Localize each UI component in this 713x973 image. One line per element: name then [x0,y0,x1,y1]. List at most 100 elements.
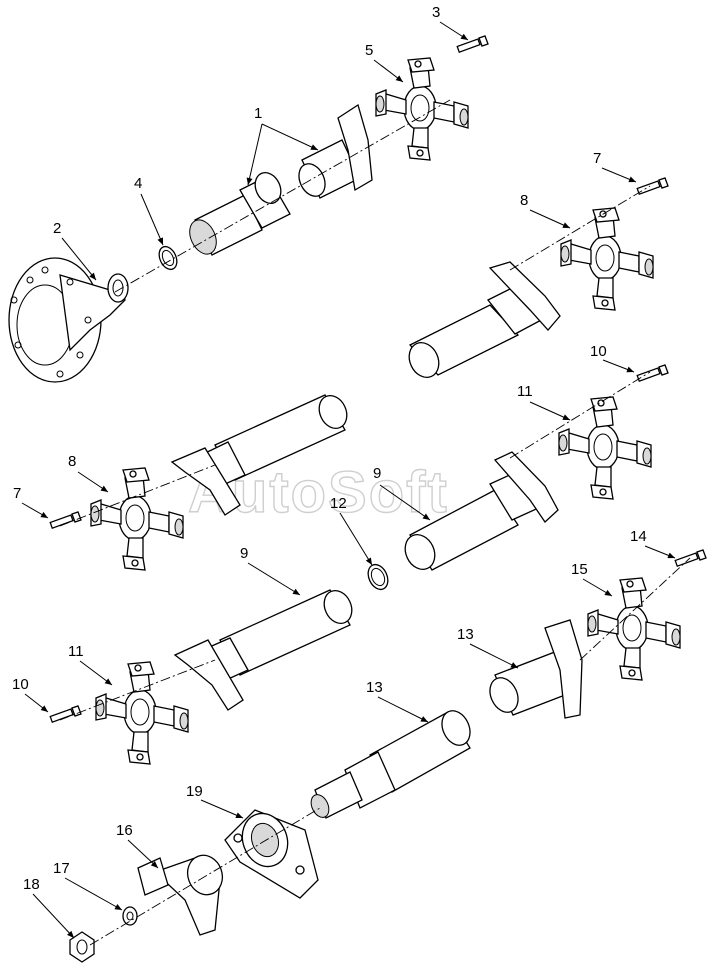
callout-label: 10 [12,676,29,693]
leader-line [61,237,97,281]
universal-joint-part-8-upper [560,207,654,311]
leader-arrowhead [626,366,634,373]
callout-11: 11 [68,643,113,686]
tube-assembly-middle-right [404,451,559,571]
bolt-part-10-lower [49,705,82,723]
leader-arrowhead [292,588,300,595]
washer-part-17 [122,906,138,926]
callout-label: 16 [116,822,133,839]
leader-line [529,401,571,421]
end-yoke-part-1 [298,103,373,199]
universal-joint-part-15 [587,577,681,681]
callout-8: 8 [68,453,109,493]
callout-label: 13 [457,626,474,643]
leader-line [377,696,429,723]
leader-line [469,643,519,669]
callout-13: 13 [366,679,429,723]
callout-label: 5 [365,42,373,59]
leader-arrowhead [157,237,163,245]
callout-label: 3 [432,4,440,21]
callout-label: 15 [571,561,588,578]
callout-label: 13 [366,679,383,696]
leader-line [32,893,75,939]
leader-arrowhead [510,662,518,668]
callout-11: 11 [517,383,571,421]
callout-label: 1 [254,105,262,122]
leader-arrowhead [40,511,48,518]
leader-arrowhead [422,513,430,520]
snap-ring-part-4 [158,245,178,271]
callout-3: 3 [432,4,469,41]
leader-arrowhead [246,177,253,185]
callout-5: 5 [365,42,404,83]
leader-line [247,123,263,186]
callout-13: 13 [457,626,519,669]
tube-assembly-middle-left [170,394,348,516]
callout-label: 7 [593,150,601,167]
callout-17: 17 [53,860,123,911]
leader-arrowhead [104,678,112,685]
callout-7: 7 [13,485,49,519]
callout-label: 8 [520,192,528,209]
callout-7: 7 [593,150,637,183]
splined-shaft-part-13-bottom [310,710,471,819]
callout-4: 4 [134,175,164,246]
leader-arrowhead [395,75,403,82]
leader-arrowhead [235,812,243,818]
callout-10: 10 [12,676,49,713]
universal-joint-part-5 [375,57,469,161]
leader-arrowhead [628,176,636,183]
callout-15: 15 [571,561,613,597]
callout-label: 2 [53,220,61,237]
callout-10: 10 [590,343,635,373]
leader-line [261,123,319,151]
callout-label: 10 [590,343,607,360]
leader-line [64,877,123,911]
callout-8: 8 [520,192,571,229]
callout-label: 17 [53,860,70,877]
callout-16: 16 [116,822,159,869]
leader-arrowhead [562,414,570,420]
bolt-part-7-upper [636,177,669,195]
callout-label: 11 [68,643,84,660]
callout-9: 9 [240,545,301,596]
leader-arrowhead [100,485,108,492]
leader-arrowhead [40,705,48,712]
callout-9: 9 [373,465,431,521]
callout-19: 19 [186,783,244,819]
centerline-lower-right [579,557,691,661]
leader-arrowhead [562,222,570,228]
leader-arrowhead [420,716,428,722]
callout-label: 18 [23,876,40,893]
centerline-middle-left [59,464,216,527]
centerline-right-upper [509,185,651,271]
leader-arrowhead [604,589,612,596]
callout-label: 14 [630,528,647,545]
leader-line [339,512,373,566]
callout-14: 14 [630,528,676,559]
universal-joint-part-11-lower [95,661,189,765]
leader-arrowhead [667,552,675,559]
bolt-part-7-left [49,511,82,529]
bolt-part-14 [674,549,707,567]
centerline-middle-right [509,371,651,459]
callout-2: 2 [53,220,97,281]
callout-label: 11 [517,383,533,400]
leader-line [379,484,431,521]
snap-ring-part-12 [367,563,389,591]
callout-label: 12 [330,495,347,512]
leader-arrowhead [310,144,318,150]
leader-line [200,799,244,819]
leader-line [529,209,571,229]
center-bearing-part-19 [224,809,319,899]
leader-arrowhead [114,903,122,910]
callout-1: 1 [246,105,319,186]
flange-yoke-part-2 [8,257,129,383]
tube-assembly-lower-left [173,589,353,711]
centerline-upper [114,99,451,293]
centerline-bottom [89,807,321,946]
leader-arrowhead [89,272,96,280]
